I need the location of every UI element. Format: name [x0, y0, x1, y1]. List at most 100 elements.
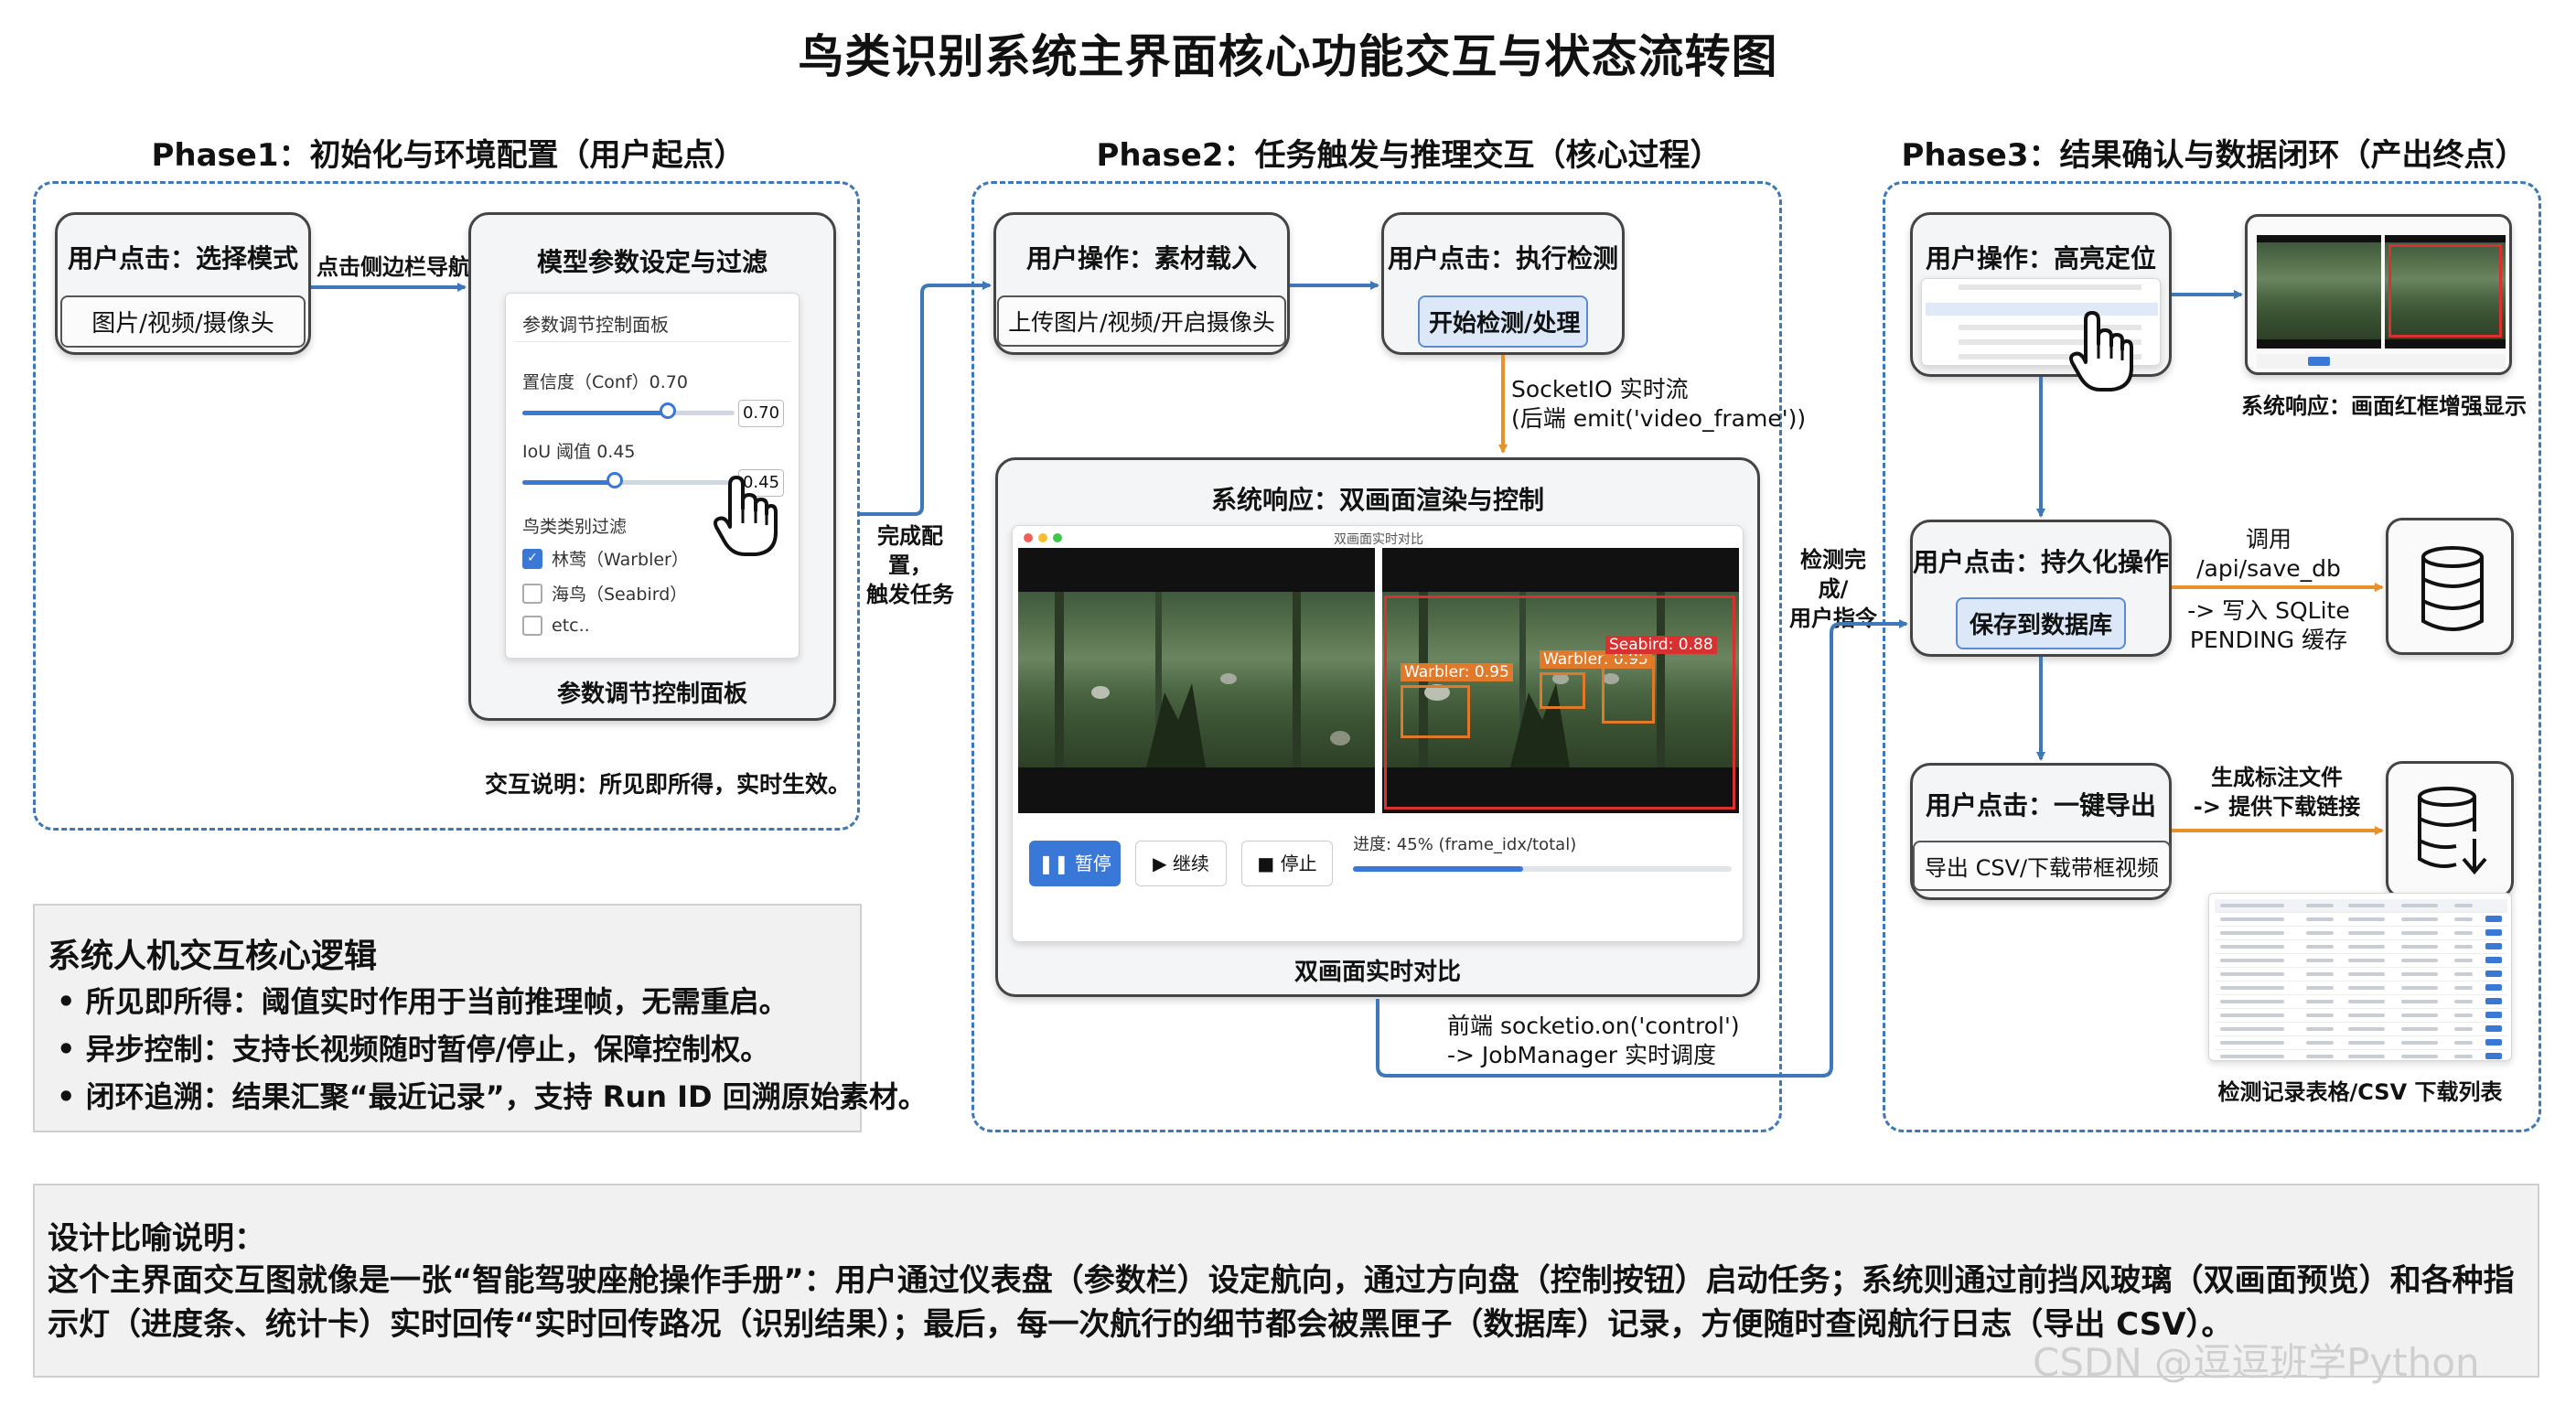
- window-close-dot[interactable]: [1024, 533, 1033, 542]
- filter-item[interactable]: ✓林莺（Warbler）: [522, 546, 689, 571]
- select-mode-title: 用户点击：选择模式: [67, 243, 298, 273]
- row-action-button[interactable]: [2485, 1039, 2502, 1046]
- table-cell: [2401, 904, 2438, 907]
- table-cell: [2348, 972, 2385, 976]
- window-title: 双画面实时对比: [1334, 532, 1423, 547]
- highlight-frame: [1384, 595, 1735, 810]
- table-cell: [2348, 1027, 2385, 1031]
- export-label: 生成标注文件 -> 提供下载链接: [2193, 765, 2361, 820]
- table-cell: [2306, 931, 2334, 935]
- table-cell: [2306, 1014, 2334, 1017]
- stop-button[interactable]: ■ 停止: [1241, 841, 1333, 886]
- preview-red-frame: [2388, 244, 2502, 338]
- table-cell: [2401, 945, 2438, 949]
- table-cell: [2220, 945, 2284, 949]
- filter-title: 鸟类类别过滤: [522, 517, 628, 537]
- filter-checkbox[interactable]: [522, 616, 542, 636]
- play-icon: ▶: [1153, 853, 1173, 874]
- design-text: 这个主界面交互图就像是一张“智能驾驶座舱操作手册”：用户通过仪表盘（参数栏）设定…: [48, 1262, 2515, 1343]
- table-cell: [2348, 917, 2385, 921]
- table-cell: [2306, 1041, 2334, 1045]
- row-action-button[interactable]: [2485, 1025, 2502, 1032]
- logic-item: • 闭环追溯：结果汇聚“最近记录”，支持 Run ID 回溯原始素材。: [57, 1074, 928, 1116]
- filter-label: etc..: [552, 616, 590, 636]
- resume-label: 继续: [1172, 853, 1209, 874]
- row-action-button[interactable]: [2485, 1012, 2502, 1018]
- table-cell: [2220, 1027, 2284, 1031]
- original-video: [1018, 548, 1375, 813]
- thumb-row: [1959, 325, 2141, 330]
- pause-button[interactable]: ❚❚ 暂停: [1029, 841, 1121, 886]
- row-action-button[interactable]: [2485, 929, 2502, 936]
- thumb-row: [1959, 354, 2141, 359]
- table-cell: [2220, 972, 2284, 976]
- conf-slider-track[interactable]: [522, 411, 735, 415]
- param-panel-title: 参数调节控制面板: [522, 314, 669, 336]
- table-cell: [2348, 1055, 2385, 1058]
- table-cell: [2348, 1014, 2385, 1017]
- conf-slider-thumb[interactable]: [660, 402, 677, 419]
- table-cell: [2348, 1000, 2385, 1003]
- window-max-dot[interactable]: [1053, 533, 1062, 542]
- table-cell: [2220, 1000, 2284, 1003]
- load-button[interactable]: 上传图片/视频/开启摄像头: [997, 295, 1286, 347]
- iou-slider-thumb[interactable]: [606, 472, 624, 488]
- table-cell: [2401, 917, 2438, 921]
- row-action-button[interactable]: [2485, 916, 2502, 922]
- table-cell: [2401, 931, 2438, 935]
- table-row: [2215, 954, 2507, 968]
- save-db-button[interactable]: 保存到数据库: [1956, 597, 2126, 649]
- filter-checkbox[interactable]: ✓: [522, 548, 542, 569]
- iou-slider-fill: [522, 480, 618, 485]
- table-cell: [2306, 986, 2334, 990]
- select-mode-button[interactable]: 图片/视频/摄像头: [60, 295, 306, 348]
- preview-left: [2257, 235, 2381, 349]
- row-action-button[interactable]: [2485, 1053, 2502, 1059]
- filter-item[interactable]: etc..: [522, 616, 590, 636]
- table-row: [2215, 1023, 2507, 1036]
- load-card: 用户操作：素材载入 上传图片/视频/开启摄像头: [993, 212, 1290, 355]
- window-min-dot[interactable]: [1038, 533, 1047, 542]
- table-cell: [2348, 986, 2385, 990]
- records-rows: [2215, 899, 2507, 1064]
- bullet-icon: •: [57, 1079, 86, 1114]
- row-action-button[interactable]: [2485, 943, 2502, 949]
- forest-trees-right: [1419, 592, 1665, 767]
- filter-item[interactable]: 海鸟（Seabird）: [522, 581, 687, 606]
- hand-cursor-icon: [714, 476, 778, 556]
- detect-card: 用户点击：执行检测 开始检测/处理: [1381, 212, 1625, 355]
- table-cell: [2454, 904, 2473, 907]
- conf-value-box[interactable]: 0.70: [738, 400, 784, 427]
- progress-label: 进度: 45% (frame_idx/total): [1353, 835, 1577, 854]
- export-button[interactable]: 导出 CSV/下载带框视频: [1913, 841, 2171, 891]
- iou-value-box[interactable]: 0.45: [738, 469, 784, 497]
- row-action-button[interactable]: [2485, 984, 2502, 991]
- table-row: [2215, 899, 2507, 913]
- design-box: 设计比喻说明： 这个主界面交互图就像是一张“智能驾驶座舱操作手册”：用户通过仪表…: [33, 1184, 2539, 1378]
- table-cell: [2220, 986, 2284, 990]
- progress-bar: [1353, 866, 1732, 872]
- control-label: 前端 socketio.on('control') -> JobManager …: [1447, 1013, 1740, 1068]
- render-caption: 双画面实时对比: [1293, 959, 1461, 986]
- preview-pause-btn: [2308, 357, 2330, 366]
- start-detect-button[interactable]: 开始检测/处理: [1418, 295, 1588, 348]
- highlighted-row[interactable]: [1926, 303, 2158, 316]
- stop-icon: ■: [1257, 853, 1281, 874]
- filter-checkbox[interactable]: [522, 583, 542, 604]
- render-title: 系统响应：双画面渲染与控制: [1210, 485, 1544, 515]
- phase3-container: [1883, 181, 2541, 1132]
- row-action-button[interactable]: [2485, 957, 2502, 963]
- highlight-caption: 系统响应：画面红框增强显示: [2241, 393, 2527, 419]
- table-cell: [2401, 1014, 2438, 1017]
- table-cell: [2306, 959, 2334, 962]
- row-action-button[interactable]: [2485, 971, 2502, 977]
- arrow-control-loop: [1376, 619, 1908, 1078]
- iou-slider-track[interactable]: [522, 480, 735, 485]
- row-action-button[interactable]: [2485, 998, 2502, 1004]
- logic-item-text: 异步控制：支持长视频随时暂停/停止，保障控制权。: [85, 1032, 770, 1067]
- resume-button[interactable]: ▶ 继续: [1135, 841, 1227, 886]
- logic-box: 系统人机交互核心逻辑 • 所见即所得：阈值实时作用于当前推理帧，无需重启。• 异…: [33, 904, 928, 1132]
- persist-write-label: -> 写入 SQLite PENDING 缓存: [2187, 597, 2350, 653]
- table-cell: [2220, 904, 2284, 907]
